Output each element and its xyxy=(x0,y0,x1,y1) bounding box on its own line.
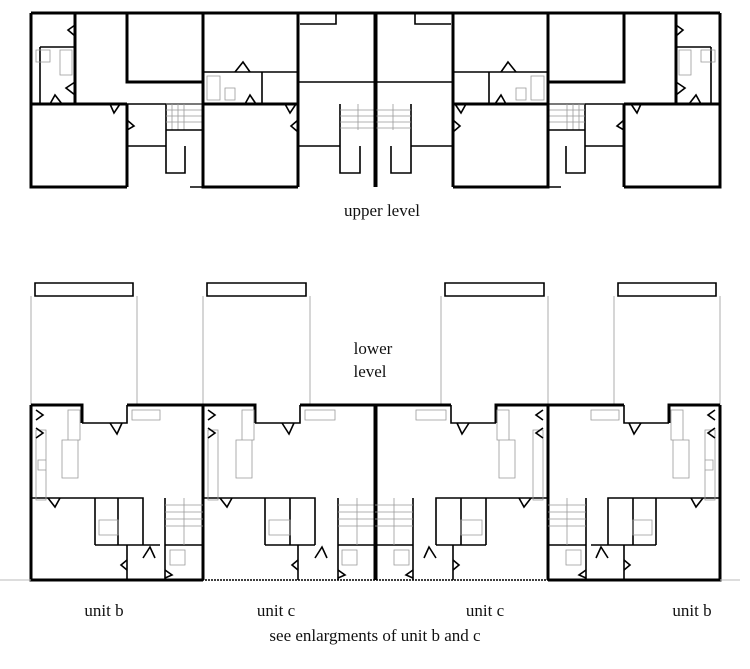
unit-label-1: unit b xyxy=(84,601,124,620)
unit-label-3: unit c xyxy=(465,601,505,620)
lower-level-label-line2: level xyxy=(353,362,387,381)
upper-level-label: upper level xyxy=(344,201,420,220)
lower-level-plan-right xyxy=(373,281,722,582)
upper-level-plan-right xyxy=(373,11,722,189)
unit-label-2: unit c xyxy=(256,601,296,620)
upper-level-plan-left xyxy=(29,11,378,189)
enlargement-note: see enlargments of unit b and c xyxy=(269,626,481,645)
lower-level-label-line1: lower xyxy=(353,339,393,358)
unit-label-4: unit b xyxy=(672,601,712,620)
lower-level-plan-left xyxy=(29,281,378,582)
